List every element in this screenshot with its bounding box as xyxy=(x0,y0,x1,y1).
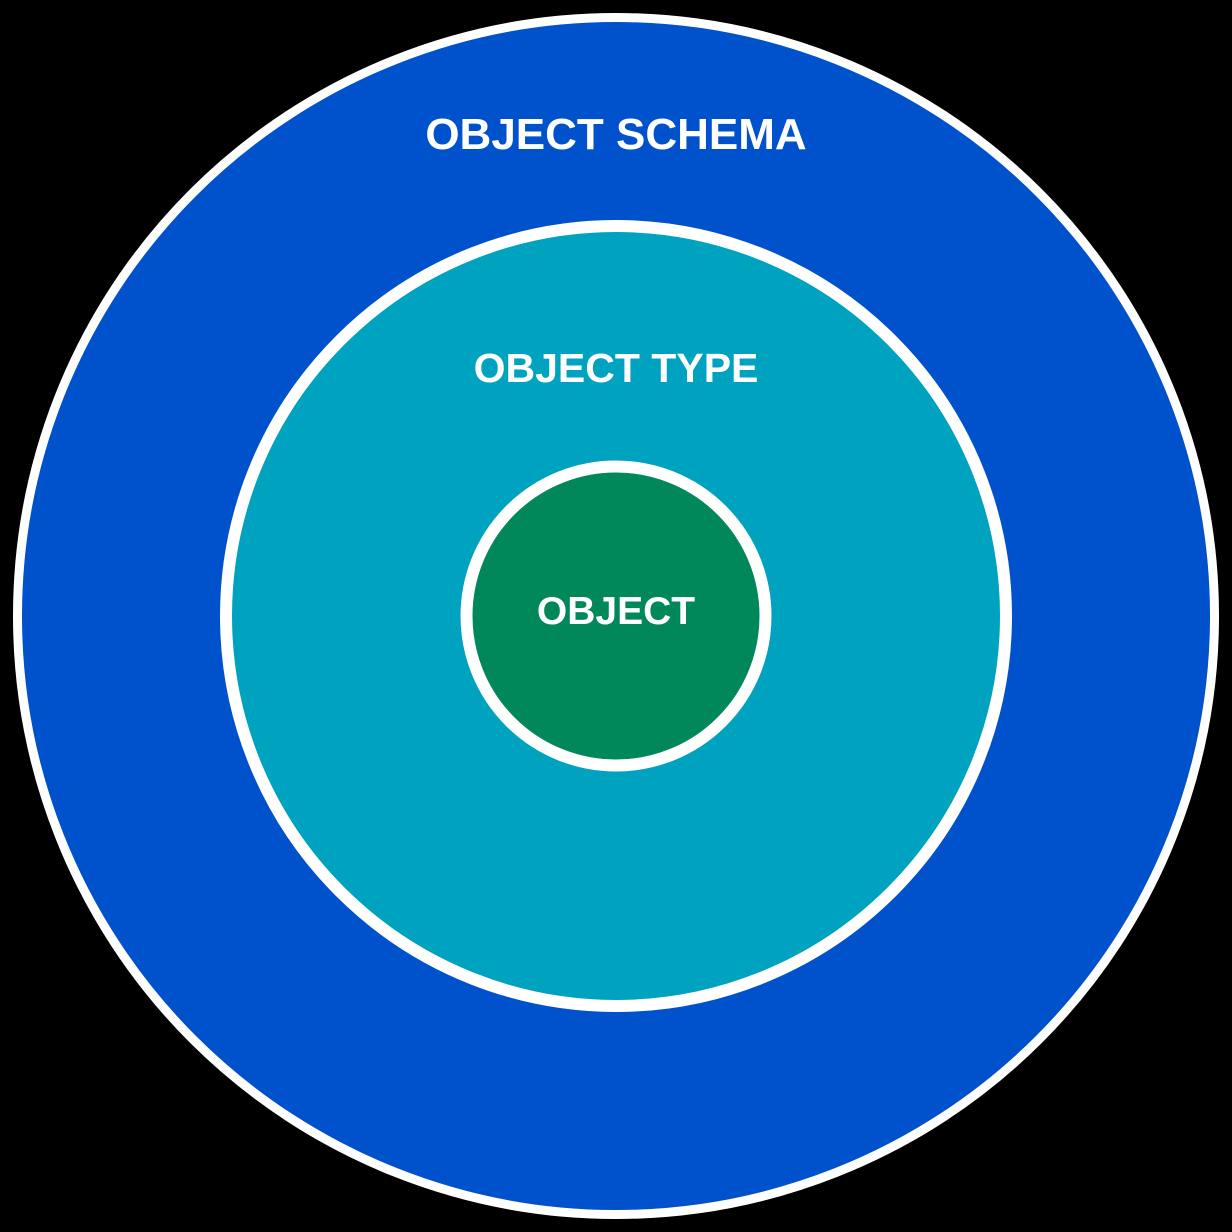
object-type-label: OBJECT TYPE xyxy=(473,345,759,391)
object-schema-circle[interactable] xyxy=(13,13,1219,1219)
object-schema-label: OBJECT SCHEMA xyxy=(425,110,807,159)
object-label: OBJECT xyxy=(536,590,696,633)
